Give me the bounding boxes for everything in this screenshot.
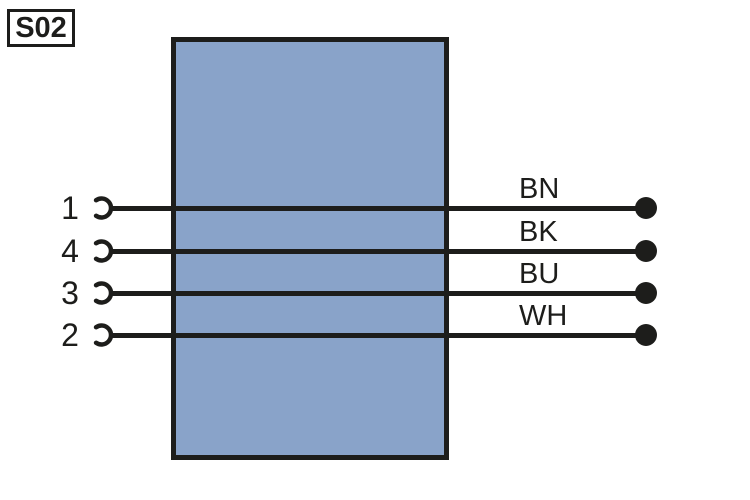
wire-line — [110, 206, 640, 211]
terminal-dot-icon — [635, 324, 657, 346]
wire-row: 4 BK — [0, 211, 750, 291]
wire-line — [110, 333, 640, 338]
component-body — [171, 37, 449, 460]
wire-line — [110, 291, 640, 296]
pin-number-label: 2 — [61, 317, 79, 353]
wire-row: 3 BU — [0, 253, 750, 333]
wire-row: 2 WH — [0, 295, 750, 375]
terminal-dot-icon — [635, 240, 657, 262]
component-id-label: S02 — [15, 11, 67, 44]
wire-color-label: BK — [519, 216, 558, 248]
pin-number-label: 3 — [61, 275, 79, 311]
pin-number-label: 1 — [61, 190, 79, 226]
wire-row: 1 BN — [0, 168, 750, 248]
terminal-dot-icon — [635, 282, 657, 304]
wire-color-label: BN — [519, 173, 560, 205]
terminal-dot-icon — [635, 197, 657, 219]
wire-color-label: WH — [519, 300, 568, 332]
pin-number-label: 4 — [61, 233, 79, 269]
wire-line — [110, 249, 640, 254]
component-id-box: S02 — [7, 9, 75, 47]
wire-color-label: BU — [519, 258, 560, 290]
